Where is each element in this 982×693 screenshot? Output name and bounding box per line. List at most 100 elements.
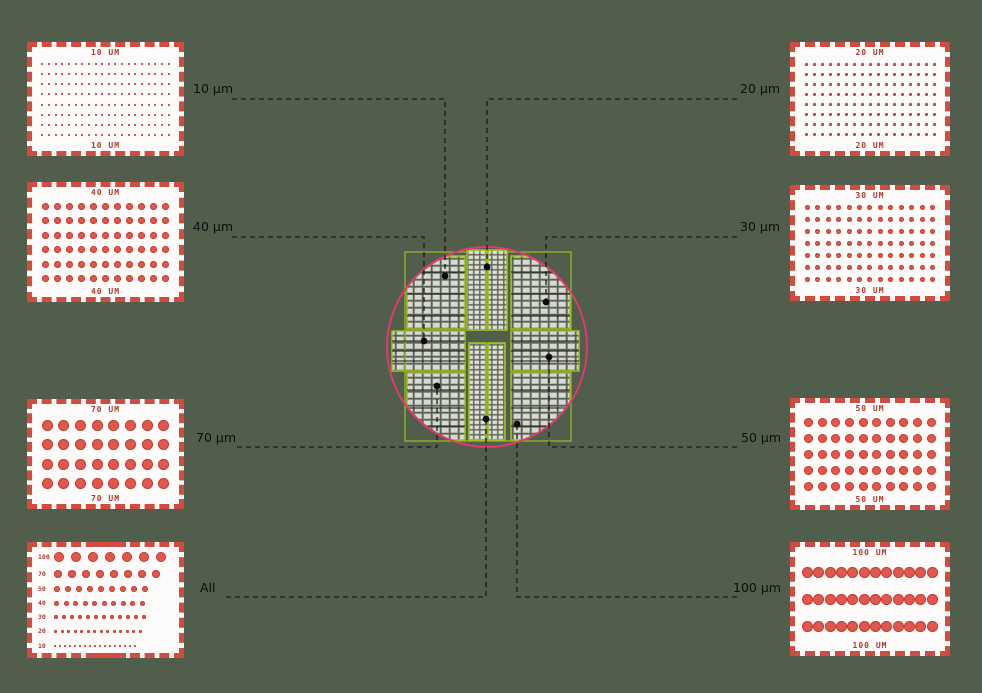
pattern-dot: [815, 264, 821, 270]
pattern-dot: [61, 83, 64, 86]
pattern-dot: [919, 252, 925, 258]
pattern-dot: [127, 93, 130, 96]
pattern-dot: [109, 585, 115, 592]
pattern-dot: [77, 246, 85, 254]
pattern-dot: [154, 113, 157, 116]
pattern-dot: [73, 600, 78, 606]
pattern-dot: [96, 569, 104, 578]
pattern-dot: [926, 481, 936, 491]
pattern-dot: [77, 217, 85, 225]
wafer-circle: [386, 246, 588, 448]
pattern-dot: [127, 63, 130, 66]
pattern-dot: [91, 420, 103, 432]
pattern-dot: [121, 113, 124, 116]
pattern-dot: [141, 73, 144, 76]
pattern-dot: [53, 231, 61, 239]
pattern-dot: [61, 113, 64, 116]
pattern-dot: [868, 113, 872, 117]
pattern-dot: [41, 83, 44, 86]
pattern-dot: [101, 113, 104, 116]
pattern-dot: [127, 113, 130, 116]
pattern-dot: [828, 72, 832, 76]
pattern-dot: [75, 458, 87, 470]
pattern-dot: [857, 252, 863, 258]
pattern-dot: [134, 93, 137, 96]
pattern-dot: [892, 113, 896, 117]
pattern-dot: [836, 82, 840, 86]
pattern-dot: [836, 103, 840, 107]
callout-connectors: [226, 98, 737, 598]
pattern-panel-40um: 40 UM 40 UM: [27, 182, 184, 302]
pattern-dot: [877, 240, 883, 246]
pattern-dot: [147, 83, 150, 86]
pattern-dot: [87, 113, 90, 116]
pattern-dot: [88, 552, 98, 562]
pattern-dot: [134, 615, 138, 620]
pattern-dot: [94, 73, 97, 76]
pattern-dot: [124, 458, 136, 470]
pattern-dot: [858, 434, 868, 444]
pattern-dot: [868, 62, 872, 66]
pattern-dot: [845, 481, 855, 491]
pattern-dot: [804, 133, 808, 137]
pattern-dot: [141, 133, 144, 136]
pattern-dot: [831, 434, 841, 444]
dot-grid: [37, 415, 174, 494]
pattern-dot: [58, 458, 70, 470]
pattern-dot: [74, 63, 77, 66]
all-row-dots: [54, 630, 142, 633]
callout-label-20um: 20 µm: [740, 81, 781, 96]
pattern-dot: [53, 260, 61, 268]
pattern-dot: [877, 252, 883, 258]
pattern-dot: [846, 229, 852, 235]
pattern-dot: [150, 202, 158, 210]
pattern-dot: [54, 133, 57, 136]
pattern-dot: [820, 123, 824, 127]
pattern-dot: [885, 481, 895, 491]
pattern-dot: [129, 644, 131, 647]
callout-line-10um: [232, 98, 446, 276]
pattern-dot: [91, 477, 103, 489]
pattern-dot: [67, 113, 70, 116]
pattern-dot: [147, 73, 150, 76]
wafer-marker-dots: [420, 263, 553, 428]
pattern-dot: [919, 217, 925, 223]
pattern-dot: [81, 113, 84, 116]
pattern-dot: [820, 72, 824, 76]
pattern-dot: [60, 630, 64, 633]
pattern-dot: [87, 585, 93, 592]
pattern-dot: [926, 418, 936, 428]
pattern-dot: [61, 73, 64, 76]
pattern-dot: [162, 231, 170, 239]
pattern-dot: [120, 585, 126, 592]
pattern-dot: [898, 240, 904, 246]
pattern-dot: [804, 481, 814, 491]
wafer-marker-dot: [542, 298, 550, 306]
pattern-dot: [872, 481, 882, 491]
panel-label-top: 70 UM: [90, 405, 121, 414]
pattern-dot: [908, 62, 912, 66]
pattern-dot: [892, 621, 904, 632]
pattern-dot: [92, 600, 97, 606]
pattern-dot: [930, 252, 936, 258]
all-row-dots: [54, 569, 160, 578]
pattern-dot: [77, 275, 85, 283]
pattern-dot: [820, 82, 824, 86]
pattern-dot: [908, 72, 912, 76]
pattern-dot: [825, 229, 831, 235]
pattern-dot: [813, 594, 825, 605]
all-panel-row: 50: [38, 584, 173, 593]
pattern-dot: [888, 217, 894, 223]
die-strip-bottom-left: [468, 342, 487, 441]
pattern-dot: [138, 246, 146, 254]
all-row-size-label: 50: [38, 584, 46, 593]
all-panel-row: 100: [38, 552, 173, 562]
pattern-dot: [67, 93, 70, 96]
pattern-dot: [114, 123, 117, 126]
pattern-dot: [76, 585, 82, 592]
pattern-dot: [867, 264, 873, 270]
pattern-dot: [101, 246, 109, 254]
pattern-dot: [888, 205, 894, 211]
callout-label-70um: 70 µm: [196, 430, 237, 445]
pattern-dot: [876, 72, 880, 76]
